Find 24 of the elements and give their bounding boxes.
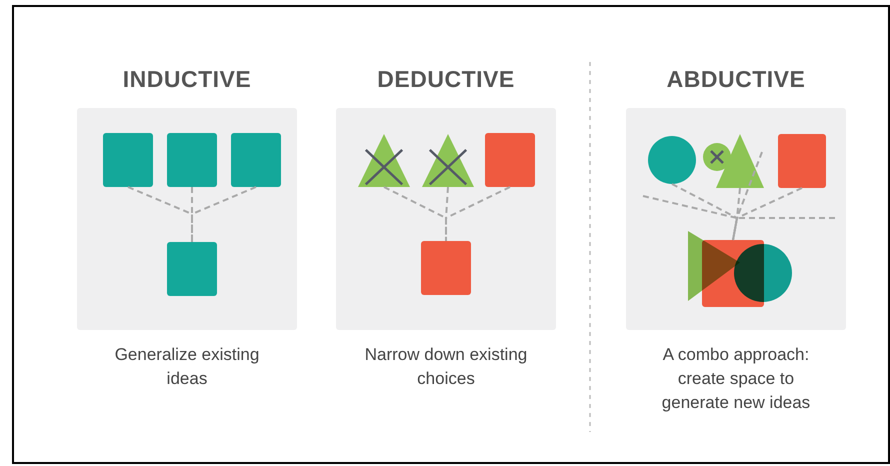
dashed-connector: [445, 186, 510, 241]
square: [167, 133, 217, 187]
description-text: Narrow down existing choices: [364, 344, 528, 390]
square: [103, 133, 153, 187]
dashed-connector: [191, 187, 193, 242]
triangle: [716, 134, 764, 188]
description-text: Generalize existing ideas: [114, 344, 260, 390]
circle: [734, 244, 792, 302]
square: [231, 133, 281, 187]
circle: [648, 136, 696, 184]
square: [167, 242, 217, 296]
panel-heading: INDUCTIVE: [122, 66, 252, 93]
description-text: A combo approach: create space to generate new ideas: [660, 344, 812, 414]
square: [778, 134, 826, 188]
square: [421, 241, 471, 295]
crossed-out-triangle: [358, 134, 410, 187]
dashed-connector: [732, 152, 763, 240]
crossed-out-triangle: [422, 134, 474, 187]
panel-heading: DEDUCTIVE: [376, 66, 516, 93]
dashed-connector: [191, 186, 256, 242]
square: [485, 133, 535, 187]
panel-heading: ABDUCTIVE: [666, 66, 806, 93]
crossed-out-circle: [703, 143, 731, 171]
triangle: [688, 231, 740, 301]
